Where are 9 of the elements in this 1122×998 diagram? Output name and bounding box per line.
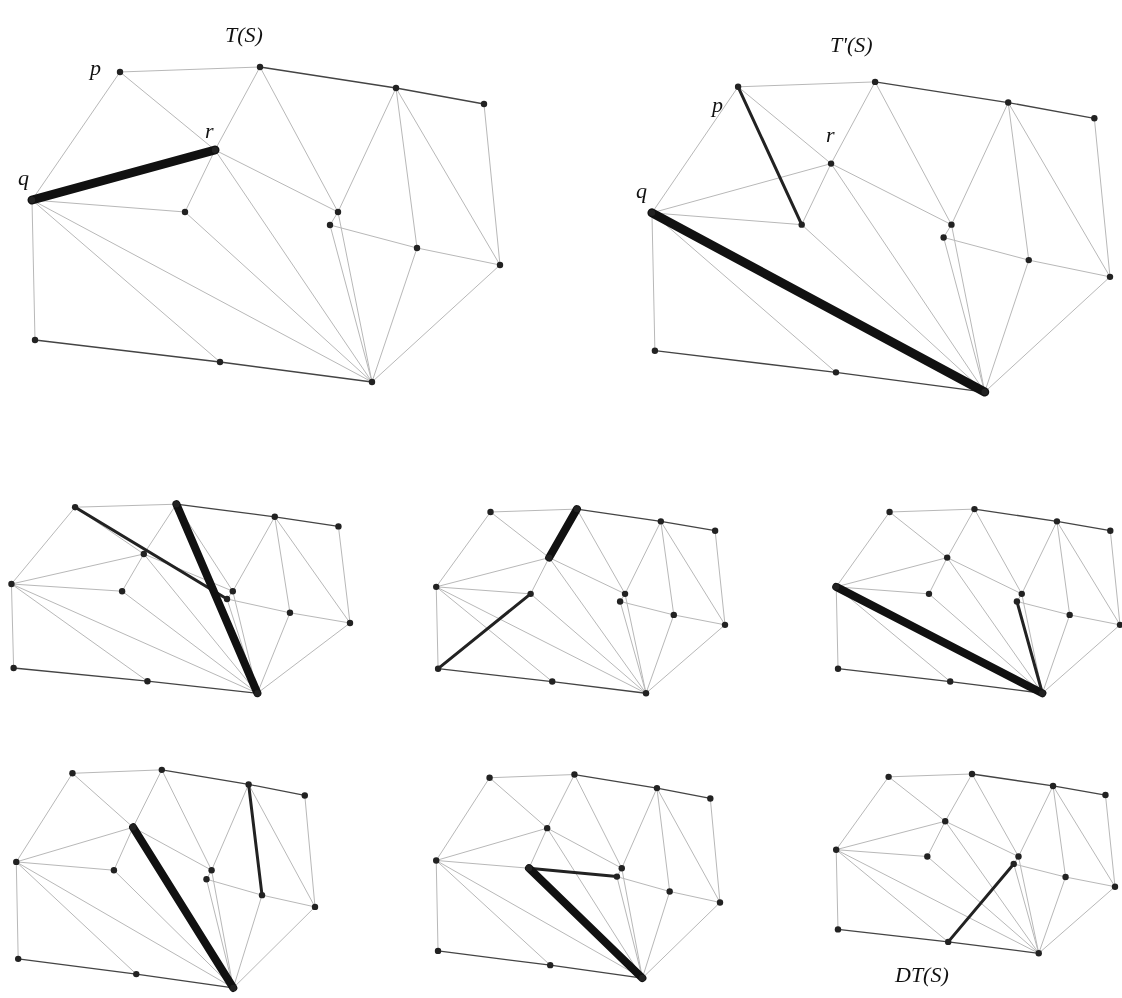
point-label: q <box>636 178 647 204</box>
point-label: r <box>826 122 835 148</box>
point-label: r <box>205 118 214 144</box>
point-label: p <box>90 55 101 81</box>
point-label: q <box>18 165 29 191</box>
point-label: p <box>712 92 723 118</box>
panel-title: DT(S) <box>895 962 949 988</box>
panel-title: T(S) <box>225 22 263 48</box>
panel-title: T'(S) <box>830 32 873 58</box>
